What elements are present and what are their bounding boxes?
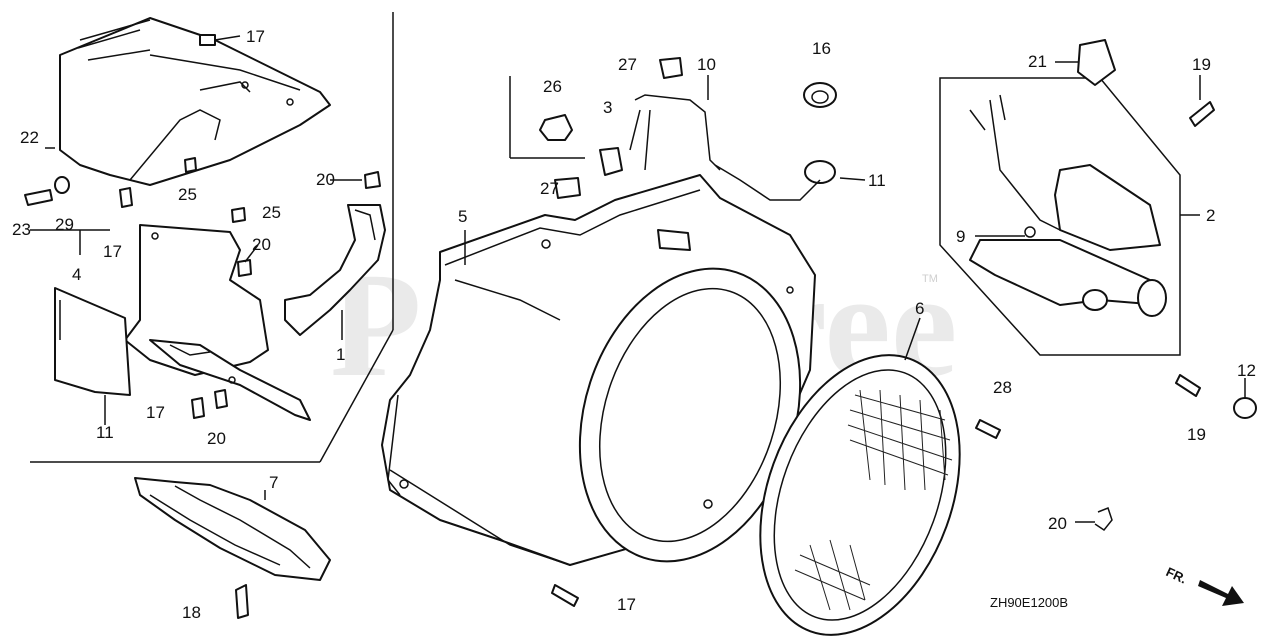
left-group-frame [30,12,394,463]
callout-2: 2 [1206,206,1215,225]
callout-19-top: 19 [1192,55,1211,74]
callout-12: 12 [1237,361,1256,380]
callout-29: 29 [55,215,74,234]
callout-3: 3 [603,98,612,117]
callout-20-bottom: 20 [207,429,226,448]
callout-1: 1 [336,345,345,364]
callout-25-lower: 25 [262,203,281,222]
callout-27-mid: 27 [540,179,559,198]
lower-shroud-part [54,224,311,421]
blower-housing-part [381,174,816,566]
callout-5: 5 [458,207,467,226]
callout-19-bottom: 19 [1187,425,1206,444]
callout-8: 11 [96,423,114,442]
watermark-tm: TM [922,273,938,285]
bottom-plate-part [134,477,331,581]
callout-labels: 17 22 25 23 29 17 4 20 25 20 1 11 17 20 … [12,27,1256,622]
callout-17-left: 17 [103,242,122,261]
callout-20-top: 20 [316,170,335,189]
callout-20-mid: 20 [252,235,271,254]
front-label: FR. [1164,564,1189,586]
front-direction-marker: FR. [1164,564,1244,606]
callout-17-top: 17 [246,27,265,46]
diagram-code: ZH90E1200B [990,595,1068,610]
callout-25-upper: 25 [178,185,197,204]
callout-9: 9 [956,227,965,246]
callout-27-top: 27 [618,55,637,74]
front-arrow-icon [1198,580,1244,606]
callout-16: 16 [812,39,831,58]
callout-6: 6 [915,299,924,318]
callout-23: 22 [20,128,39,147]
callout-17-bottom-left: 17 [146,403,165,422]
callout-22: 21 [1028,52,1047,71]
callout-11: 11 [868,171,886,190]
callout-17-bottom: 17 [617,595,636,614]
side-guard-part [284,204,386,336]
small-hardware [24,34,1257,619]
callout-18: 18 [182,603,201,622]
screen-grille-part [759,354,961,636]
control-box-part [969,94,1167,317]
callout-10: 10 [697,55,716,74]
callout-7: 7 [269,473,278,492]
callout-26: 26 [543,77,562,96]
callout-4: 4 [72,265,81,284]
leader-lines [30,35,1246,523]
callout-28: 28 [993,378,1012,397]
callout-24: 23 [12,220,31,239]
callout-21: 20 [1048,514,1067,533]
upper-shroud-part [59,17,331,186]
